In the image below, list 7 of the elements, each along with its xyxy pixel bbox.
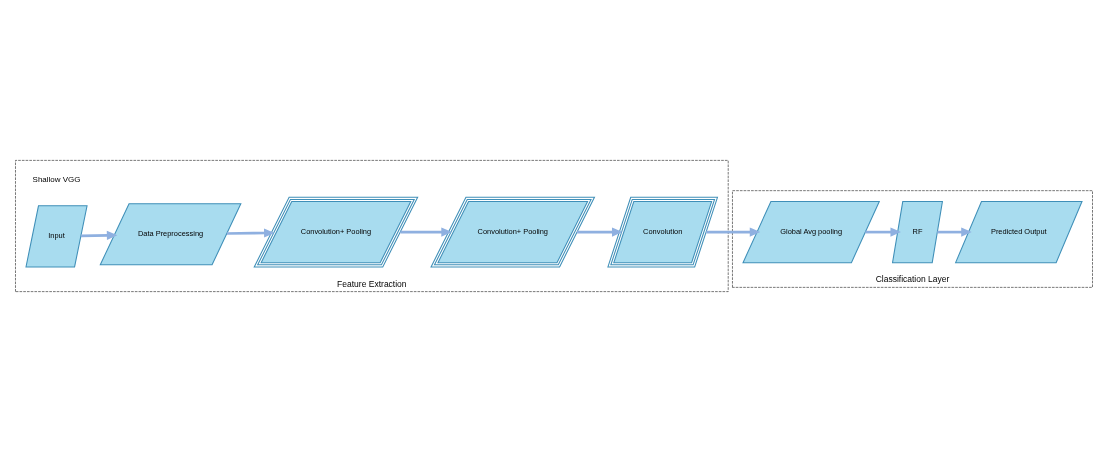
arrow (706, 227, 761, 237)
arrow (937, 227, 972, 237)
arrow (400, 227, 452, 237)
arrow (865, 227, 901, 237)
arrow (81, 230, 118, 240)
arrow (226, 228, 275, 238)
arrow (577, 227, 623, 237)
